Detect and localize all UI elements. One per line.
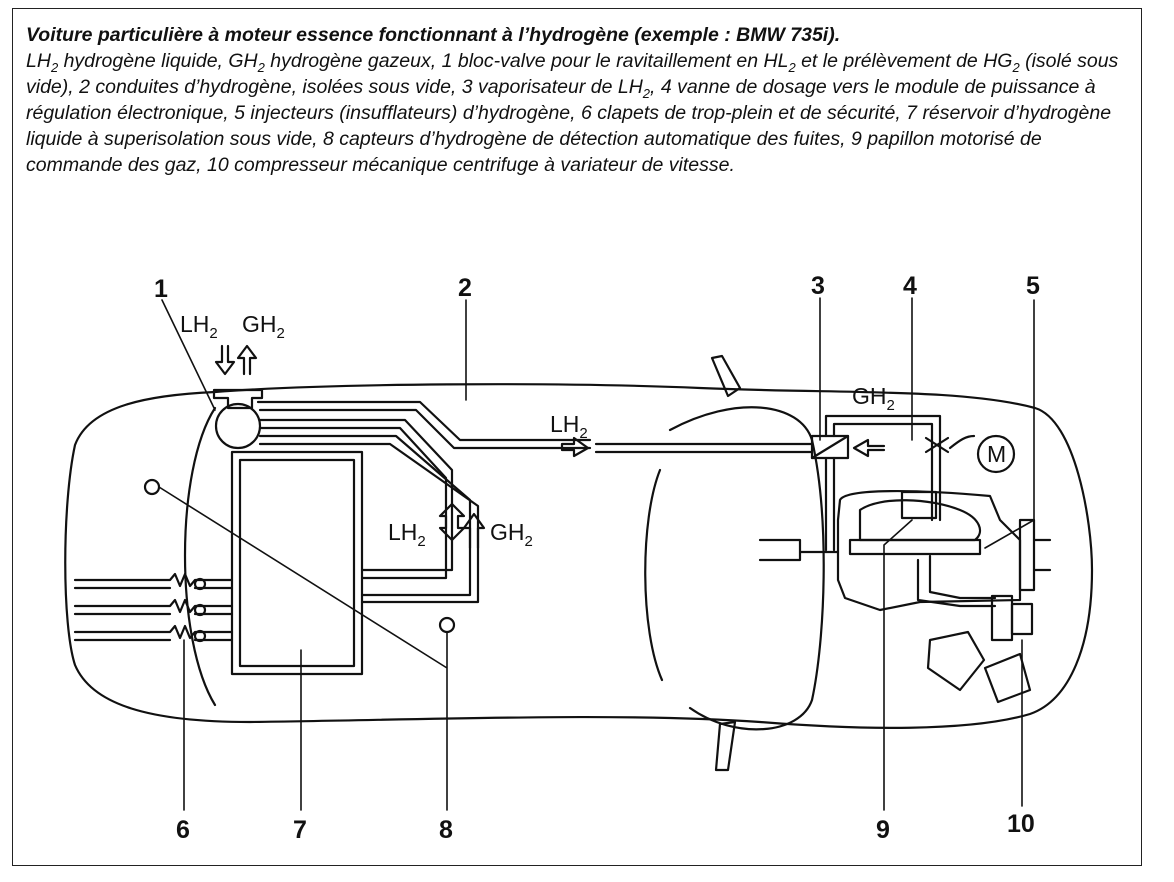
dosing-valve [924,436,950,454]
leader-5 [984,299,1035,549]
lh2-bidirectional-arrow [438,502,466,542]
air-filter [983,652,1032,704]
sensor-rear [143,478,161,496]
caption-subscript: 2 [642,85,651,101]
caption-text: , 4 vanne de dosage vers le module de pu… [26,76,1112,176]
caption-text: hydrogène gazeux, 1 bloc-valve pour le r… [264,50,789,72]
crank-pulley [1018,518,1036,592]
motor-label: M [987,441,1006,467]
caption-subscript: 2 [788,59,796,75]
callout-2: 2 [458,274,472,302]
callout-1: 1 [154,275,168,303]
valve-coupling [212,388,264,410]
callout-3: 3 [811,272,825,300]
valve-block [214,402,262,450]
caption-subscript: 2 [1012,59,1020,75]
gh2-return [824,456,836,552]
caption-text: (isolé sous vide), 2 conduites d’hydrogè… [26,50,1119,98]
callout-7: 7 [293,816,307,844]
lh2-feed-line [594,442,814,454]
caption-legend: LH2 hydrogène liquide, GH2 hydrogène gaz… [26,50,1118,176]
dosing-valve-arrow [948,434,976,450]
vaporizer [810,434,850,460]
conduit-2 [258,408,592,450]
drive-shaft [758,538,840,562]
label-lh2-line: LH2 [550,411,588,442]
rear-window [183,406,217,707]
vaporizer-inlet-arrow [852,438,886,458]
conduit-1 [256,400,592,442]
windshield [668,406,825,731]
caption-subscript: 2 [50,59,59,75]
compressor-pulley [990,594,1014,642]
overflow-line-1 [73,572,234,588]
tank-inner [238,458,356,668]
motor [976,434,1016,474]
car-body-outline [64,383,1094,729]
label-gh2-top: GH2 [242,311,285,342]
caption-text: hydrogène liquide, GH [58,50,258,72]
caption-subscript: 2 [257,59,265,75]
caption-text: LH [26,50,51,72]
compressor-housing [1010,602,1034,636]
gh2-up-arrow [462,512,486,550]
gh2-line [824,414,942,522]
gh2-vent-arrow [236,344,258,376]
caption-text: et le prélèvement de HG [795,50,1013,72]
figure-frame [12,8,1142,866]
leader-9 [883,519,913,811]
throttle-body [900,490,938,520]
mirror-top [710,354,742,398]
label-lh2-top: LH2 [180,311,218,342]
intake-manifold [858,499,982,542]
overflow-line-5 [73,624,234,640]
engine-block [836,489,1022,612]
leader-1 [161,299,216,411]
leader-8 [158,486,448,811]
conduit-3 [258,418,454,572]
callout-8: 8 [439,816,453,844]
figure-caption: Voiture particulière à moteur essence fo… [26,22,1136,178]
overflow-line-3 [73,598,234,614]
injector-rail [848,538,982,556]
label-gh2-mid: GH2 [490,519,533,550]
callout-6: 6 [176,816,190,844]
callout-10: 10 [1007,810,1035,838]
intake-duct [916,554,997,608]
mirror-bottom [714,720,737,772]
label-gh2-engine: GH2 [852,383,895,414]
tank-outer [230,450,364,676]
callout-5: 5 [1026,272,1040,300]
sensor-mid [438,616,456,634]
caption-title: Voiture particulière à moteur essence fo… [26,24,841,46]
callout-9: 9 [876,816,890,844]
compressor-volute [926,630,986,692]
roof-line [644,468,664,682]
callout-4: 4 [903,272,917,300]
conduit-6 [258,442,480,604]
lh2-fill-arrow [214,344,236,376]
label-lh2-mid: LH2 [388,519,426,550]
lh2-flow-arrow [560,436,590,458]
